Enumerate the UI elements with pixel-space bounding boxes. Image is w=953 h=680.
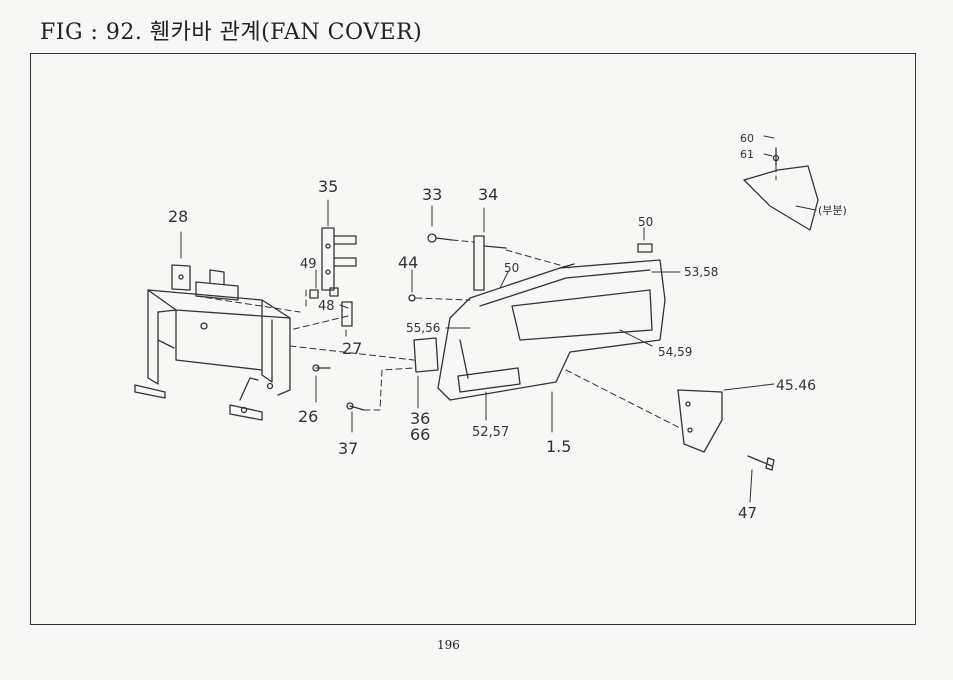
part-45-46-plate xyxy=(677,389,723,453)
callout-27: 27 xyxy=(342,339,362,358)
callout-55-56: 55,56 xyxy=(406,321,440,335)
part-35-bracket xyxy=(321,227,357,291)
page-number: 196 xyxy=(437,638,460,652)
detail-note: (부분) xyxy=(818,204,847,217)
part-27-plate xyxy=(341,301,353,327)
fan-cover-shell xyxy=(437,259,666,401)
callout-53-58: 53,58 xyxy=(684,265,718,279)
callout-37: 37 xyxy=(338,439,358,458)
callout-36: 36 xyxy=(410,409,430,428)
callout-44: 44 xyxy=(398,253,418,272)
part-36-plate xyxy=(413,337,439,373)
callout-66: 66 xyxy=(410,425,430,444)
callout-35: 35 xyxy=(318,177,338,196)
callout-50-lower: 50 xyxy=(504,261,519,275)
callout-48: 48 xyxy=(318,299,335,314)
diagram-frame xyxy=(30,53,916,625)
callout-50-upper: 50 xyxy=(638,215,653,229)
fan-bracket-frame xyxy=(134,269,291,421)
callout-34: 34 xyxy=(478,185,498,204)
callout-47: 47 xyxy=(738,504,757,522)
figure-title: FIG : 92. 휀카바 관계(FAN COVER) xyxy=(40,20,423,45)
callout-54-59: 54,59 xyxy=(658,345,692,359)
part-44-bolt xyxy=(408,294,416,302)
callout-33: 33 xyxy=(422,185,442,204)
part-50-cap xyxy=(637,243,653,253)
callout-45-46: 45.46 xyxy=(776,378,816,394)
callout-26: 26 xyxy=(298,407,318,426)
leader-lines xyxy=(180,135,817,503)
callout-60: 60 xyxy=(740,132,754,145)
part-47-bolt xyxy=(747,455,775,471)
callout-61: 61 xyxy=(740,148,754,161)
callout-49: 49 xyxy=(300,257,317,272)
callout-28: 28 xyxy=(168,207,188,226)
callout-52-57: 52,57 xyxy=(472,425,509,440)
part-28-plate xyxy=(171,264,191,291)
small-bolts xyxy=(309,287,365,411)
part-34-bracket xyxy=(427,233,507,291)
detail-view xyxy=(743,147,819,231)
assembly-lines xyxy=(195,165,777,429)
callout-1-5: 1.5 xyxy=(546,437,571,456)
